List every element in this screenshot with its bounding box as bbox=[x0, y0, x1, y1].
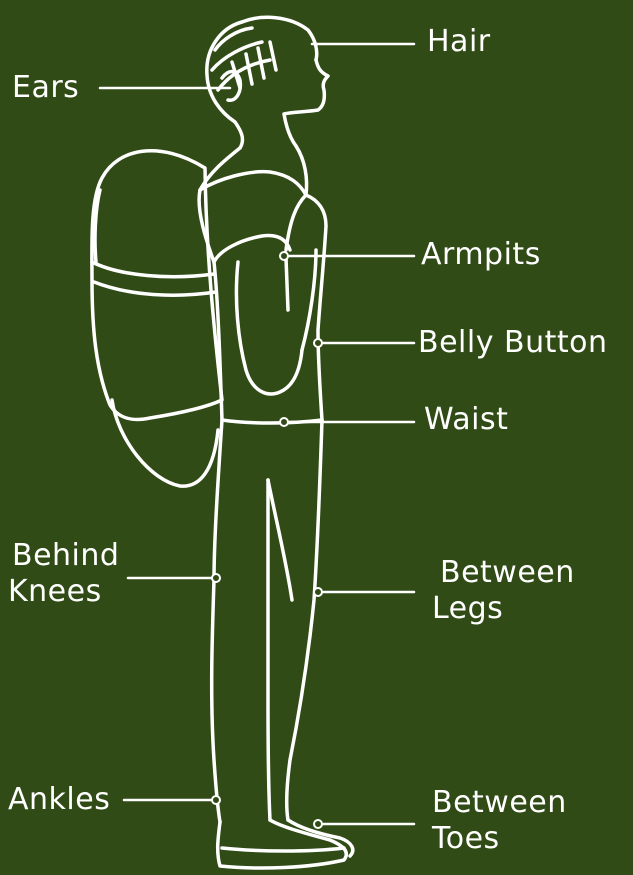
label-between-toes-line1: Between bbox=[432, 785, 567, 821]
label-ears: Ears bbox=[12, 70, 79, 106]
dot-belly-button bbox=[314, 339, 322, 347]
dot-armpits bbox=[280, 252, 288, 260]
label-between-legs-line2: Legs bbox=[432, 591, 575, 627]
arm-icon bbox=[214, 195, 316, 394]
label-armpits: Armpits bbox=[421, 237, 541, 273]
dot-waist bbox=[280, 418, 288, 426]
label-belly-button: Belly Button bbox=[418, 325, 608, 361]
label-between-toes-line2: Toes bbox=[432, 821, 567, 857]
legs-icon bbox=[212, 420, 322, 822]
dot-behind-knees bbox=[212, 574, 220, 582]
head-icon bbox=[207, 17, 328, 148]
label-behind-knees-line1: Behind bbox=[8, 538, 119, 574]
label-between-legs-line1: Between bbox=[432, 555, 575, 591]
dot-ankles bbox=[212, 796, 220, 804]
label-between-toes: Between Toes bbox=[432, 785, 567, 857]
torso-icon bbox=[199, 146, 326, 423]
label-waist: Waist bbox=[424, 402, 508, 438]
label-behind-knees-line2: Knees bbox=[8, 574, 119, 610]
shoes-icon bbox=[218, 820, 353, 868]
dot-between-legs bbox=[314, 588, 322, 596]
label-ankles: Ankles bbox=[8, 782, 110, 818]
label-hair: Hair bbox=[427, 24, 491, 60]
backpack-icon bbox=[92, 151, 222, 486]
leader-lines bbox=[100, 44, 414, 824]
label-behind-knees: Behind Knees bbox=[8, 538, 119, 610]
dot-between-toes bbox=[314, 820, 322, 828]
label-between-legs: Between Legs bbox=[432, 555, 575, 627]
